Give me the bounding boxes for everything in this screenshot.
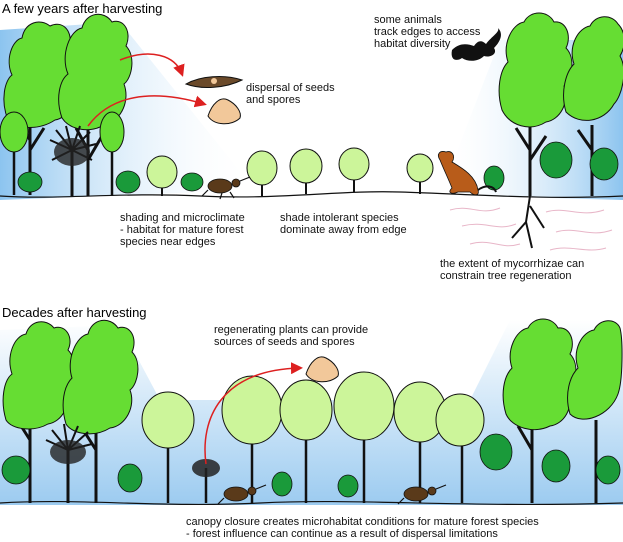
shrub: [541, 449, 571, 483]
beetle-icon: [201, 176, 251, 200]
mature-tree-right-3: [502, 318, 577, 503]
tree-fern-icon: [192, 459, 220, 503]
panel-2-scene: [0, 318, 623, 506]
mycorrhizae-label: the extent of mycorrhizae can constrain …: [440, 258, 585, 282]
shrub: [115, 170, 141, 194]
ground-line-2: [0, 500, 623, 506]
root-icon: [449, 195, 613, 251]
bat-icon: [451, 28, 501, 61]
mature-tree-left-4: [62, 319, 139, 503]
shrub: [117, 463, 143, 493]
tree-fern-icon: [45, 423, 93, 503]
mature-tree-right-1: [498, 12, 573, 196]
mature-tree-right-4: [567, 320, 623, 503]
shrub: [271, 471, 293, 497]
spore-icon: [207, 98, 241, 125]
shrub: [595, 455, 621, 485]
beetle-icon: [217, 484, 267, 505]
shrub: [337, 474, 359, 498]
young-tree-icon: [338, 147, 370, 192]
shrub: [17, 171, 43, 193]
young-tree-icon: [279, 379, 333, 503]
mature-tree-left-3: [2, 321, 75, 503]
young-tree-icon: [435, 393, 485, 503]
shrub: [539, 141, 573, 179]
shading-label: shading and microclimate - habitat for m…: [120, 212, 245, 248]
small-tree-left-2: [99, 111, 125, 196]
shrub: [479, 433, 513, 471]
young-tree-icon: [289, 148, 323, 194]
seed-icon: [184, 76, 244, 88]
shrub: [180, 172, 204, 192]
shrub: [1, 455, 31, 485]
shrub: [589, 147, 619, 181]
arrow-icon: [119, 53, 185, 77]
animals-label: some animals track edges to access habit…: [374, 14, 481, 50]
beetle-icon: [397, 484, 447, 505]
young-tree-icon: [333, 371, 395, 503]
kangaroo-icon: [438, 151, 497, 196]
small-tree-left-1: [0, 111, 29, 195]
tree-fern-icon: [49, 125, 97, 196]
young-tree-icon: [141, 391, 195, 503]
ground-line-1: [0, 191, 623, 198]
arrow-icon: [204, 362, 303, 465]
panel-1-scene: [0, 12, 623, 251]
young-tree-icon: [146, 155, 178, 196]
panel-1-title: A few years after harvesting: [2, 1, 163, 16]
spore-icon: [305, 356, 339, 383]
young-tree-icon: [406, 153, 434, 194]
shade-intolerant-label: shade intolerant species dominate away f…: [280, 212, 407, 236]
regenerating-label: regenerating plants can provide sources …: [214, 324, 369, 348]
dispersal-label: dispersal of seeds and spores: [246, 82, 335, 106]
canopy-closure-label: canopy closure creates microhabitat cond…: [186, 516, 539, 540]
young-tree-icon: [393, 381, 447, 503]
young-tree-icon: [221, 375, 283, 503]
young-tree-icon: [246, 150, 278, 196]
panel-2-title: Decades after harvesting: [2, 305, 147, 320]
mature-tree-right-2: [563, 16, 623, 196]
arrow-icon: [87, 95, 207, 127]
